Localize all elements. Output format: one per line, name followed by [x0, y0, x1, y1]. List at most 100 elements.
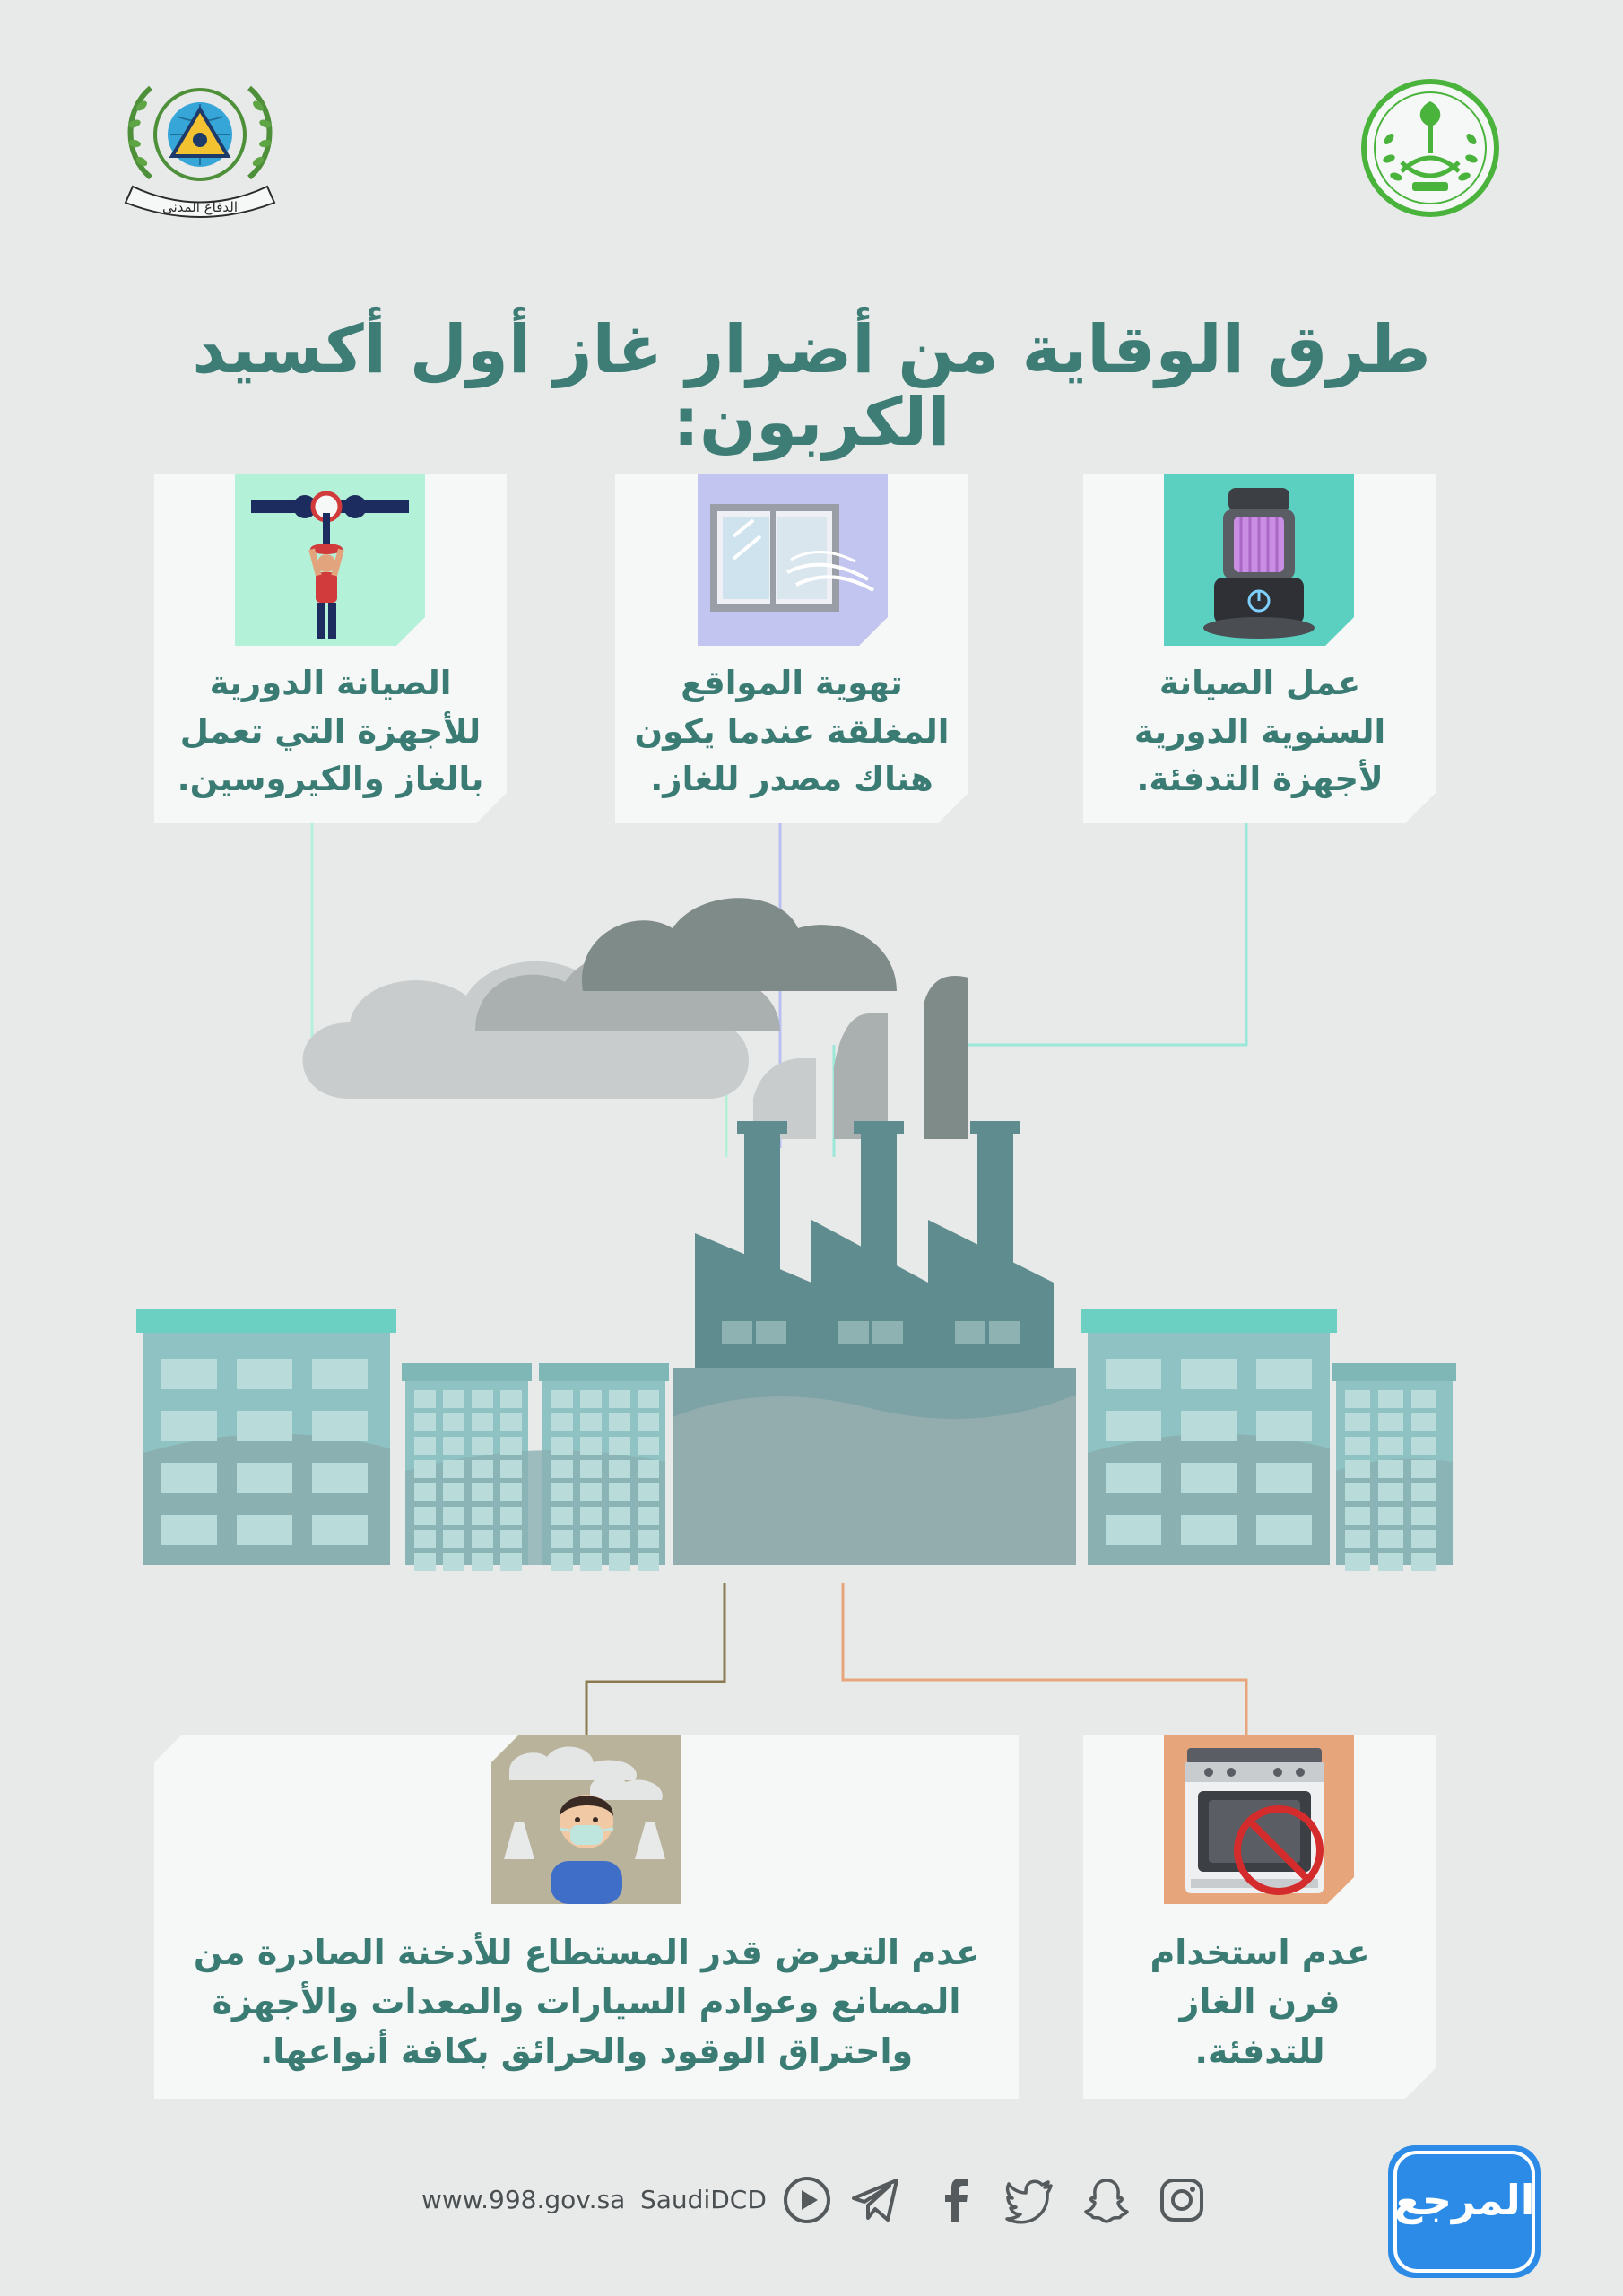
building-window — [551, 1507, 573, 1525]
building-window — [1106, 1515, 1161, 1545]
building-window — [1345, 1460, 1370, 1478]
building-window — [1378, 1553, 1403, 1571]
twitter-icon[interactable] — [1004, 2175, 1055, 2225]
building-window — [1378, 1507, 1403, 1525]
building-window — [551, 1553, 573, 1571]
building-window — [414, 1483, 436, 1501]
building-window — [1345, 1437, 1370, 1455]
telegram-icon[interactable] — [850, 2175, 900, 2225]
building-window — [472, 1437, 493, 1455]
building-window — [609, 1460, 630, 1478]
building-window — [1181, 1463, 1237, 1493]
building-window — [500, 1483, 522, 1501]
building-window — [237, 1463, 292, 1493]
building-window — [500, 1553, 522, 1571]
smoke-cloud-mid — [475, 951, 780, 1031]
building-window — [161, 1463, 217, 1493]
footer-website[interactable]: www.998.gov.sa — [421, 2185, 626, 2214]
building-window — [443, 1483, 464, 1501]
building-window — [1256, 1411, 1312, 1441]
building-window — [472, 1553, 493, 1571]
building-window — [472, 1390, 493, 1408]
building-window — [1181, 1515, 1237, 1545]
building-window — [609, 1390, 630, 1408]
tip-text-ventilation: تهوية المواقع المغلقة عندما يكون هناك مص… — [634, 664, 950, 799]
building-window — [580, 1437, 602, 1455]
building-window — [1411, 1553, 1436, 1571]
building-window — [443, 1553, 464, 1571]
building-window — [609, 1530, 630, 1548]
tip-thumb-ventilation — [698, 474, 888, 646]
building-window — [638, 1507, 659, 1525]
building-window — [312, 1359, 368, 1389]
building-window — [312, 1515, 368, 1545]
building-window — [580, 1390, 602, 1408]
factory-building — [695, 1220, 1054, 1390]
building-window — [551, 1437, 573, 1455]
building-window — [1106, 1411, 1161, 1441]
footer-handle[interactable]: SaudiDCD — [640, 2185, 767, 2214]
tip-text-no-oven-heating: عدم استخدام فرن الغاز للتدفئة. — [1150, 1933, 1370, 2072]
tip-text-smoke-exposure: عدم التعرض قدر المستطاع للأدخنة الصادرة … — [193, 1933, 980, 2072]
youtube-icon[interactable] — [782, 2175, 832, 2225]
building-window — [580, 1460, 602, 1478]
building-window — [1345, 1530, 1370, 1548]
building-window — [1181, 1411, 1237, 1441]
building-window — [500, 1390, 522, 1408]
building-window — [500, 1530, 522, 1548]
building-window — [551, 1390, 573, 1408]
building-window — [237, 1515, 292, 1545]
connector-heater — [968, 823, 1248, 1047]
building-window — [312, 1411, 368, 1441]
building-window — [1345, 1390, 1370, 1408]
building-window — [551, 1530, 573, 1548]
building-window — [443, 1507, 464, 1525]
tip-thumb-smoke-exposure — [491, 1735, 681, 1904]
building-window — [1345, 1413, 1370, 1431]
building-window — [414, 1437, 436, 1455]
building-window — [1378, 1530, 1403, 1548]
snapchat-icon[interactable] — [1081, 2175, 1132, 2225]
building-window — [638, 1553, 659, 1571]
building-window — [1256, 1463, 1312, 1493]
svg-text:الدفاع المدني: الدفاع المدني — [162, 199, 238, 216]
building-window — [638, 1437, 659, 1455]
building-window — [638, 1483, 659, 1501]
building-window — [414, 1413, 436, 1431]
building-window — [472, 1460, 493, 1478]
page-title: طرق الوقاية من أضرار غاز أول أكسيد الكرب… — [192, 311, 1431, 462]
building-window — [161, 1359, 217, 1389]
building-window — [1378, 1390, 1403, 1408]
instagram-icon[interactable] — [1157, 2175, 1207, 2225]
building-window — [551, 1413, 573, 1431]
building-window — [609, 1507, 630, 1525]
building-window — [1411, 1530, 1436, 1548]
building-window — [1411, 1437, 1436, 1455]
building-window — [638, 1390, 659, 1408]
tip-text-heater-maintenance: عمل الصيانة السنوية الدورية لأجهزة التدف… — [1133, 664, 1386, 799]
kerosene-heater-icon — [1164, 474, 1354, 646]
facebook-icon[interactable] — [931, 2175, 981, 2225]
tip-text-gas-maintenance: الصيانة الدورية للأجهزة التي تعمل بالغاز… — [177, 664, 484, 799]
building-window — [414, 1530, 436, 1548]
building-window — [1411, 1507, 1436, 1525]
building-window — [580, 1507, 602, 1525]
building-window — [580, 1553, 602, 1571]
building-window — [638, 1530, 659, 1548]
building-window — [1378, 1460, 1403, 1478]
building-window — [414, 1390, 436, 1408]
almrj3-logo-icon[interactable]: المرجع — [1388, 2145, 1541, 2278]
building-window — [500, 1413, 522, 1431]
connector-oven — [841, 1583, 1248, 1735]
building-window — [609, 1413, 630, 1431]
no-gas-oven-icon — [1164, 1735, 1354, 1904]
building-window — [161, 1411, 217, 1441]
almrj3-logo-text: المرجع — [1393, 2176, 1535, 2224]
building-window — [1345, 1483, 1370, 1501]
tip-thumb-no-oven-heating — [1164, 1735, 1354, 1904]
building-window — [1411, 1483, 1436, 1501]
building-window — [1106, 1359, 1161, 1389]
almrj3-logo-mark — [1393, 2151, 1535, 2273]
building-window — [1256, 1515, 1312, 1545]
